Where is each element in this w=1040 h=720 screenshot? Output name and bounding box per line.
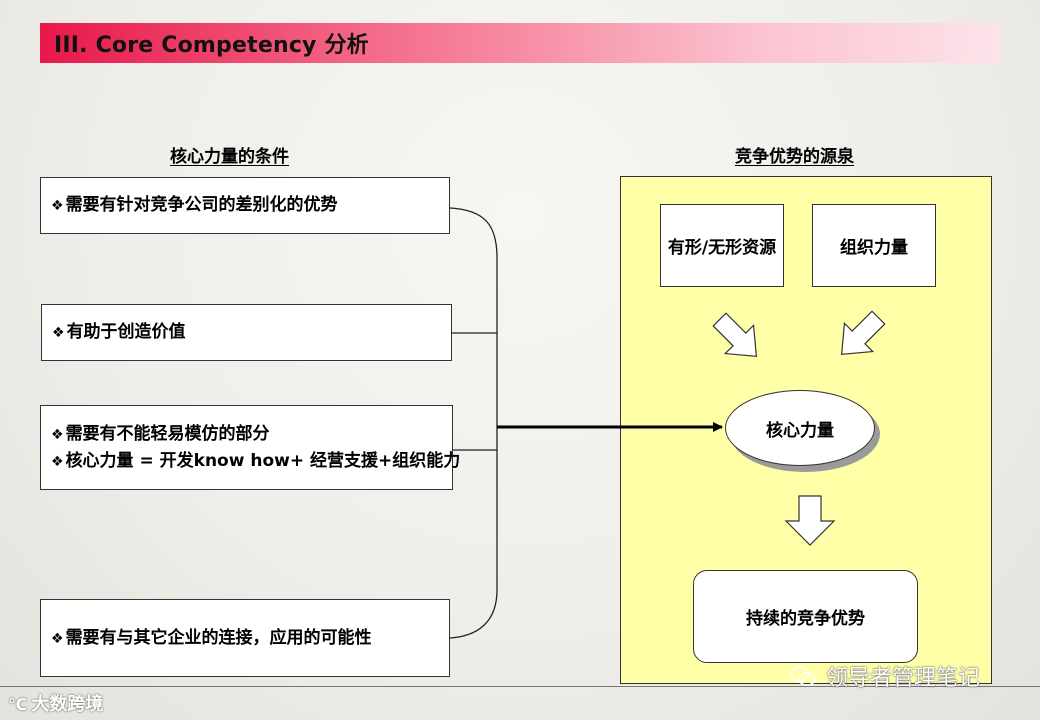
right-heading: 竞争优势的源泉 (735, 147, 854, 167)
core-competency-ellipse: 核心力量 (725, 390, 875, 466)
condition-text: 核心力量 = 开发know how+ 经营支援+组织能力 (65, 450, 461, 471)
condition-text: 需要有不能轻易模仿的部分 (65, 423, 270, 444)
condition-line: ❖需要有针对竞争公司的差别化的优势 (51, 192, 449, 219)
condition-box-4: ❖需要有与其它企业的连接，应用的可能性 (40, 599, 450, 677)
diamond-bullet-icon: ❖ (52, 325, 65, 341)
condition-text: 需要有与其它企业的连接，应用的可能性 (65, 627, 372, 648)
down-arrow-icon (784, 495, 836, 546)
diamond-bullet-icon: ❖ (51, 198, 64, 214)
condition-box-2: ❖有助于创造价值 (41, 304, 452, 361)
title-bar: III. Core Competency 分析 (40, 23, 1000, 63)
condition-text: 需要有针对竞争公司的差别化的优势 (65, 195, 338, 215)
slide-title: III. Core Competency 分析 (54, 33, 369, 58)
footer-rule (0, 686, 1040, 687)
watermark-right-text: 领导者管理笔记 (826, 666, 981, 691)
wechat-icon (790, 666, 816, 686)
diamond-bullet-icon: ❖ (51, 630, 64, 647)
condition-line: ❖需要有不能轻易模仿的部分 (51, 421, 452, 448)
sustained-advantage-box: 持续的竞争优势 (693, 570, 918, 663)
diamond-bullet-icon: ❖ (51, 426, 64, 443)
condition-box-1: ❖需要有针对竞争公司的差别化的优势 (40, 177, 450, 234)
left-heading: 核心力量的条件 (170, 147, 289, 167)
organization-box: 组织力量 (812, 204, 936, 287)
condition-line: ❖核心力量 = 开发know how+ 经营支援+组织能力 (51, 448, 460, 475)
resources-box: 有形/无形资源 (660, 204, 784, 287)
condition-text: 有助于创造价值 (66, 322, 186, 342)
condition-box-3: ❖需要有不能轻易模仿的部分 ❖核心力量 = 开发know how+ 经营支援+组… (40, 405, 460, 490)
watermark-right: 领导者管理笔记 (790, 660, 980, 692)
watermark-left-text: 大数跨境 (31, 694, 104, 715)
brace-connector (449, 207, 498, 639)
condition-line: ❖需要有与其它企业的连接，应用的可能性 (51, 625, 449, 652)
down-right-arrow-icon (712, 312, 758, 358)
condition-line: ❖有助于创造价值 (52, 319, 451, 346)
down-left-arrow-icon (840, 310, 886, 356)
diamond-bullet-icon: ❖ (51, 453, 64, 470)
brand-logo-icon: ℃ (8, 695, 28, 714)
